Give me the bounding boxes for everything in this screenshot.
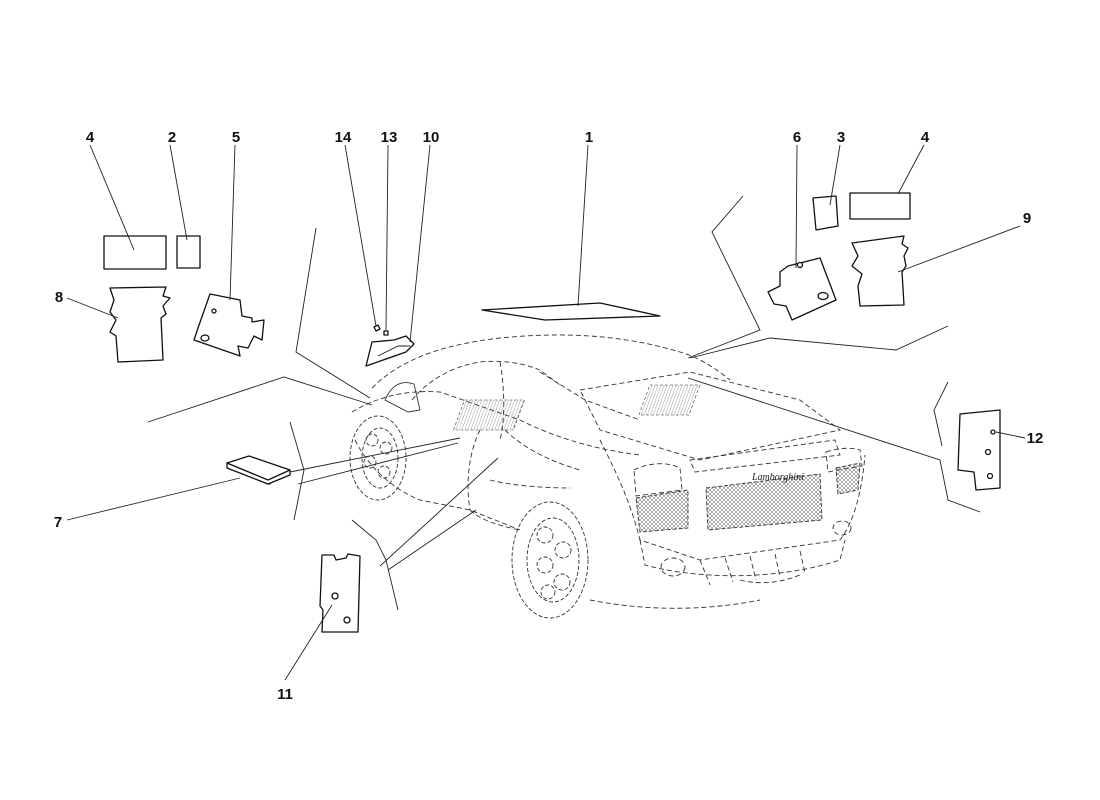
part-4-left-panel[interactable] <box>103 235 167 270</box>
part-2-panel[interactable] <box>176 235 201 269</box>
callout-7[interactable]: 7 <box>54 514 62 531</box>
callout-labels: 4 2 5 14 13 10 1 6 3 4 9 8 12 7 11 <box>54 129 1044 703</box>
part-13-clip[interactable] <box>383 330 389 336</box>
part-4-right-panel[interactable] <box>849 192 911 220</box>
parts <box>103 192 1001 633</box>
part-11-hole-2 <box>343 616 351 624</box>
part-5-mark <box>211 308 217 314</box>
part-6-mark <box>796 261 804 269</box>
callout-4-right[interactable]: 4 <box>921 129 930 146</box>
part-11-mat[interactable] <box>319 553 361 633</box>
car-outline: Lamborghini <box>349 334 866 619</box>
part-1-panel[interactable] <box>481 302 661 321</box>
callout-10[interactable]: 10 <box>423 129 440 146</box>
callout-4-left[interactable]: 4 <box>86 129 95 146</box>
leader-lines <box>66 144 1026 681</box>
part-9-mat[interactable] <box>851 235 909 307</box>
callout-9[interactable]: 9 <box>1023 210 1031 227</box>
callout-6[interactable]: 6 <box>793 129 801 146</box>
callout-12[interactable]: 12 <box>1027 430 1044 447</box>
callout-2[interactable]: 2 <box>168 129 176 146</box>
callout-11[interactable]: 11 <box>277 686 293 703</box>
part-5-mat[interactable] <box>193 293 265 357</box>
part-12-hole-2 <box>986 472 994 480</box>
part-6-hole <box>817 291 829 301</box>
part-14-fastener[interactable] <box>373 324 381 332</box>
rear-badge: Lamborghini <box>751 472 804 483</box>
callout-14[interactable]: 14 <box>335 129 352 146</box>
callout-5[interactable]: 5 <box>232 129 240 146</box>
part-10-bracket[interactable] <box>365 335 415 367</box>
part-3-panel[interactable] <box>812 195 839 231</box>
callout-3[interactable]: 3 <box>837 129 845 146</box>
callout-8[interactable]: 8 <box>55 289 63 306</box>
part-6-mat[interactable] <box>767 257 837 321</box>
part-12-mat[interactable] <box>957 409 1001 491</box>
part-12-mark <box>990 429 996 435</box>
callout-1[interactable]: 1 <box>585 129 593 146</box>
callout-13[interactable]: 13 <box>381 129 398 146</box>
part-8-mat[interactable] <box>109 286 171 363</box>
part-11-hole <box>331 592 339 600</box>
part-12-hole <box>984 448 992 456</box>
part-5-hole <box>200 334 210 342</box>
part-7-block-side <box>226 462 291 485</box>
